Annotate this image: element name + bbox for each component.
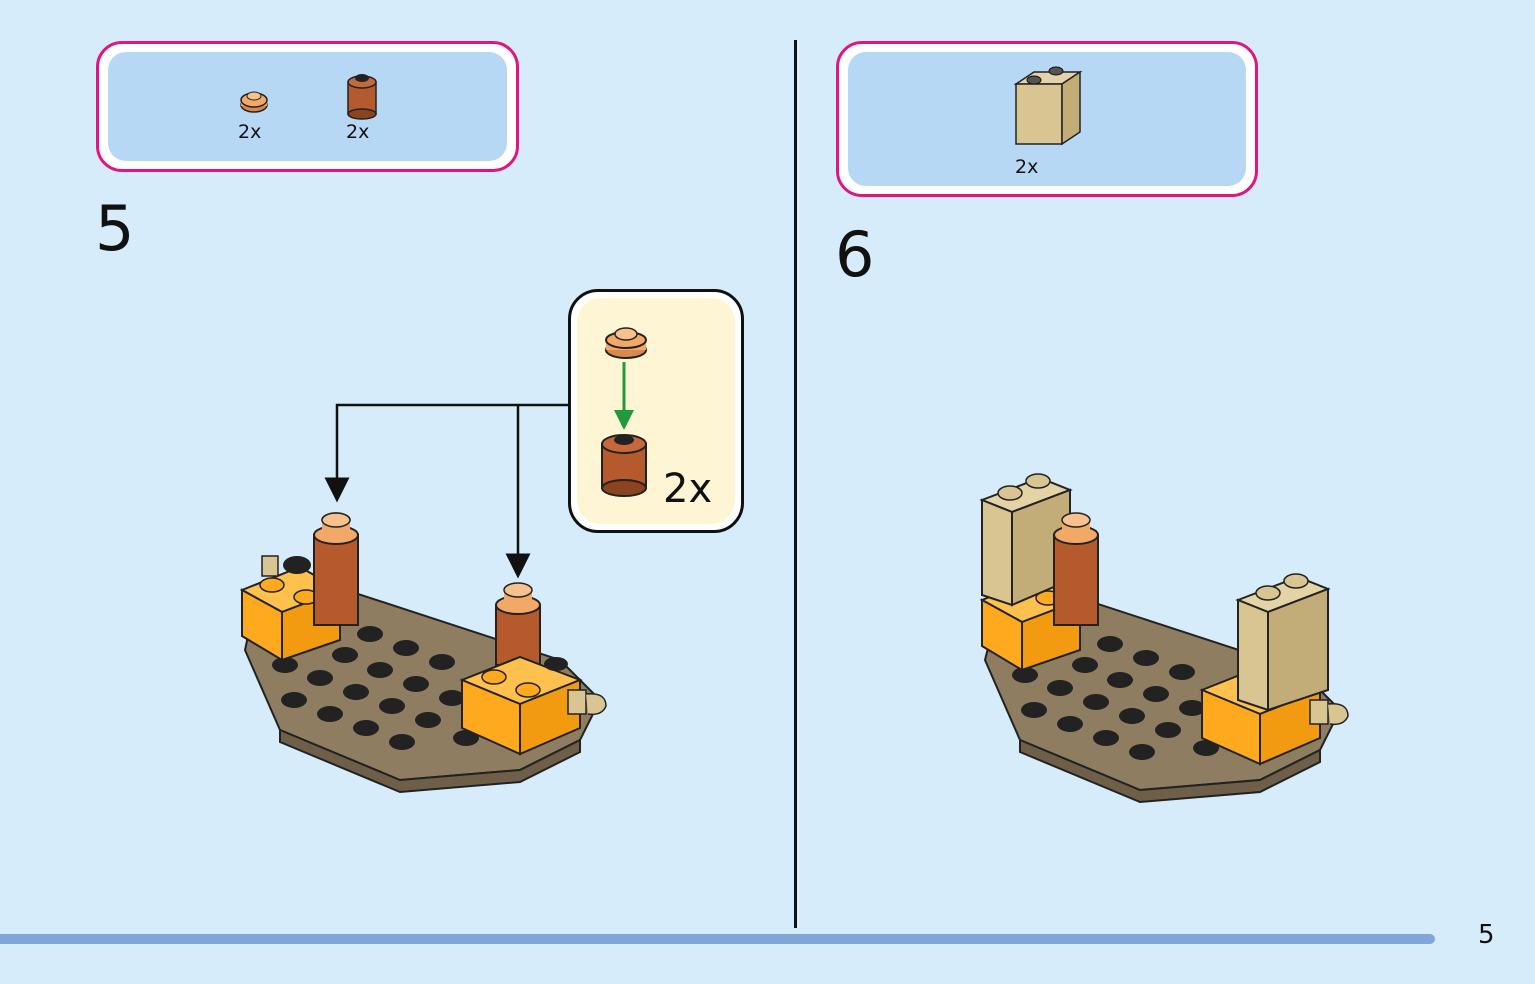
step5-parts-panel [108, 52, 507, 161]
round-brick-part-icon [347, 74, 377, 120]
callout-round-plate [605, 327, 647, 359]
step5-parts-list [96, 41, 519, 172]
step6-part1-qty: 2x [1015, 156, 1039, 178]
tan-brick-part-icon [1013, 66, 1083, 146]
callout-round-brick [601, 434, 647, 497]
green-arrow-head-icon [614, 410, 634, 430]
page-footer-bar [0, 934, 1435, 944]
step-divider [794, 40, 797, 928]
step5-part2-qty: 2x [346, 121, 370, 143]
step5-number: 5 [95, 192, 135, 265]
subassembly-callout [568, 289, 744, 533]
step5-model [239, 512, 607, 794]
step6-model [979, 473, 1349, 804]
step5-placement-arrows [324, 403, 568, 579]
page-number: 5 [1478, 920, 1495, 950]
step6-number: 6 [835, 218, 875, 291]
round-plate-part-icon [240, 91, 268, 113]
step5-part1-qty: 2x [238, 121, 262, 143]
callout-qty: 2x [663, 466, 713, 512]
